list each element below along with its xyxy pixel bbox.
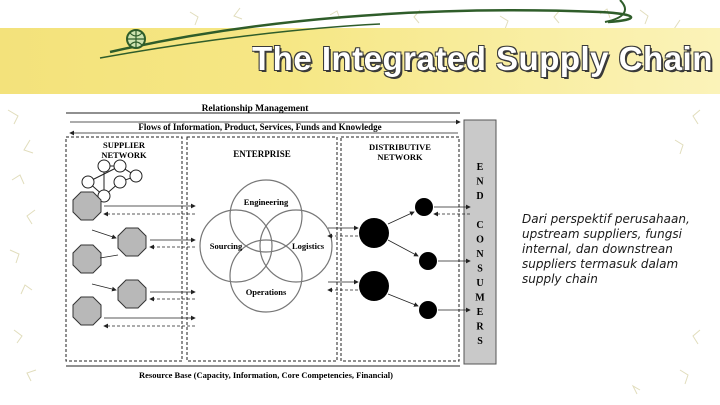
supplier-network-box: [65, 136, 183, 362]
flows-label: Flows of Information, Product, Services,…: [138, 122, 381, 132]
distributor-nodes: [359, 198, 437, 319]
globe-icon: [126, 29, 146, 49]
end-consumers-letter: N: [476, 249, 484, 260]
supplier-octagon: [72, 296, 102, 326]
supplier-octagon: [72, 191, 102, 221]
relationship-label: Relationship Management: [202, 104, 310, 114]
distributive-network-box: [340, 136, 460, 362]
retailer-node: [419, 301, 437, 319]
decorative-swoosh: [99, 0, 633, 59]
end-consumers-letter: C: [476, 220, 483, 231]
supplier-title-2: NETWORK: [101, 150, 147, 160]
end-consumers-letter: E: [477, 307, 484, 318]
title-band: [0, 28, 720, 94]
end-consumers-letter: S: [477, 264, 483, 275]
end-consumers-letter: S: [477, 336, 483, 347]
logistics-label: Logistics: [292, 241, 325, 251]
end-consumers-letter: U: [476, 278, 483, 289]
engineering-label: Engineering: [244, 197, 289, 207]
tier-suppliers: [81, 159, 143, 203]
supplier-octagon: [72, 244, 102, 274]
end-consumers-letter: D: [476, 191, 483, 202]
end-consumers-letter: O: [476, 235, 484, 246]
enterprise-title: ENTERPRISE: [233, 149, 291, 159]
operations-label: Operations: [246, 287, 287, 297]
end-consumers-letter: R: [476, 322, 484, 333]
slide-title: The Integrated Supply Chain: [252, 40, 713, 77]
end-consumers-bar: [463, 119, 497, 365]
description-text: Dari perspektif perusahaan, upstream sup…: [522, 212, 690, 286]
retailer-node: [415, 198, 433, 216]
enterprise-box: [186, 136, 338, 362]
end-consumers-letter: N: [476, 177, 484, 188]
distributive-title-2: NETWORK: [377, 152, 423, 162]
resource-base-label: Resource Base (Capacity, Information, Co…: [139, 370, 393, 380]
supplier-title-1: SUPPLIER: [103, 140, 146, 150]
enterprise-functions: [199, 179, 333, 313]
supplier-octagon: [117, 227, 147, 257]
distributive-title-1: DISTRIBUTIVE: [369, 142, 431, 152]
end-consumers-letter: E: [477, 162, 484, 173]
supplier-octagon: [117, 279, 147, 309]
sourcing-label: Sourcing: [210, 241, 243, 251]
distributor-node: [359, 271, 389, 301]
supplier-octagons: [72, 191, 147, 326]
retailer-node: [419, 252, 437, 270]
end-consumers-letter: M: [475, 293, 485, 304]
distributor-node: [359, 218, 389, 248]
